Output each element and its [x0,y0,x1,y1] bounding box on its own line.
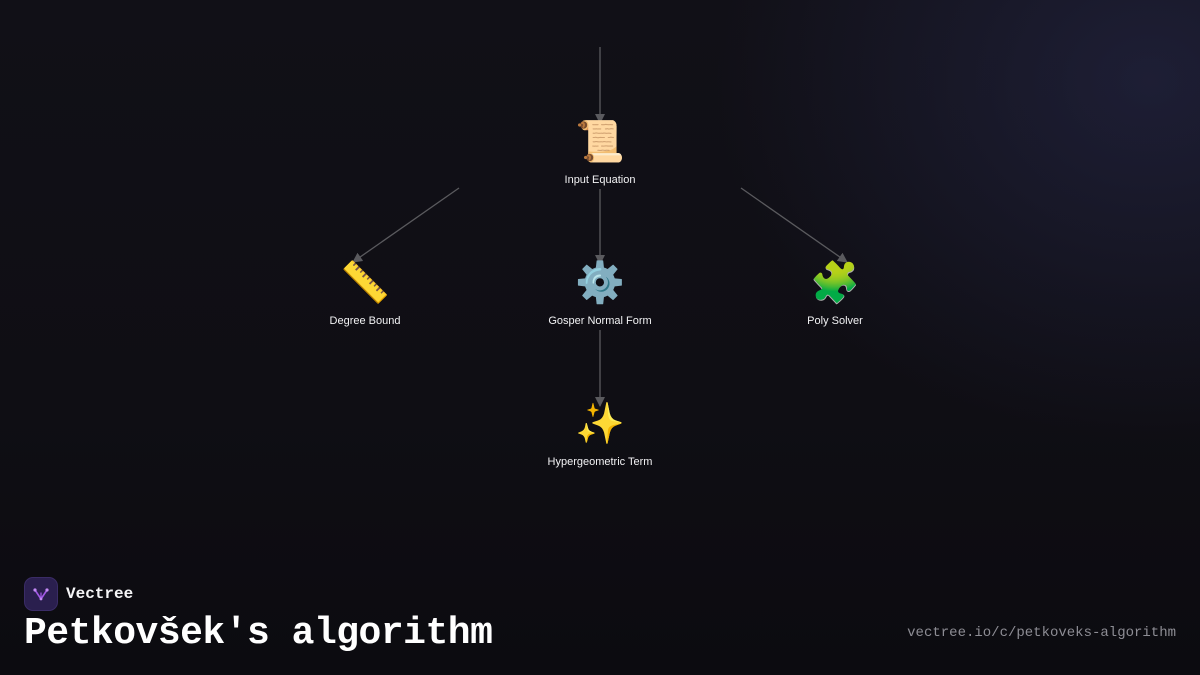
vectree-logo-icon [24,577,58,611]
node-label: Hypergeometric Term [547,456,653,468]
ruler-icon: 📏 [340,260,390,306]
edge-input-equation-to-degree-bound [352,187,460,263]
node-poly-solver[interactable]: 🧩 Poly Solver [755,260,915,328]
node-gosper-normal-form[interactable]: ⚙️ Gosper Normal Form [520,260,680,328]
node-label: Input Equation [564,174,636,186]
gear-icon: ⚙️ [575,260,625,306]
brand[interactable]: Vectree [24,577,133,611]
node-hypergeometric-term[interactable]: ✨ Hypergeometric Term [520,401,680,469]
node-input-equation[interactable]: 📜 Input Equation [520,119,680,187]
page-url[interactable]: vectree.io/c/petkoveks-algorithm [907,625,1176,641]
scroll-icon: 📜 [575,119,625,165]
brand-name: Vectree [66,585,134,603]
node-label: Gosper Normal Form [548,315,652,327]
page-title: Petkovšek's algorithm [24,612,493,655]
sparkles-icon: ✨ [575,401,625,447]
node-degree-bound[interactable]: 📏 Degree Bound [285,260,445,328]
edge-input-equation-to-poly-solver [740,187,848,263]
node-label: Degree Bound [329,315,401,327]
puzzle-piece-icon: 🧩 [810,260,860,306]
node-label: Poly Solver [807,315,863,327]
